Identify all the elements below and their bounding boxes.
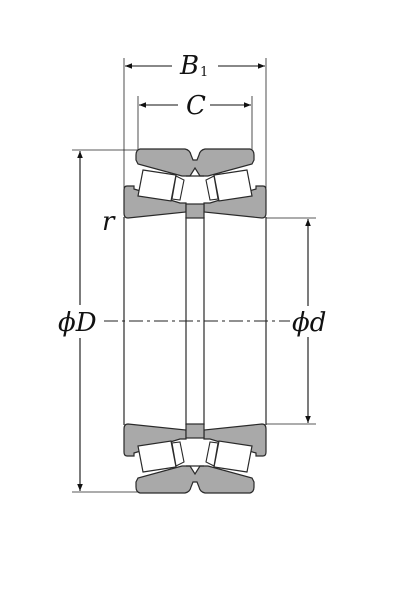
lower-section — [123, 423, 267, 494]
label-b1: B — [179, 51, 199, 81]
roller-lower-left — [137, 440, 177, 473]
cage-upper-right — [205, 175, 219, 201]
label-outer-diameter: ϕD — [58, 308, 97, 338]
outer-ring-lower — [135, 465, 255, 494]
label-c: C — [186, 91, 206, 121]
dimension-outer-diameter: ϕD — [58, 149, 186, 493]
cage-lower-right — [205, 441, 219, 467]
dimension-c: C — [137, 91, 253, 150]
roller-upper-left — [137, 169, 177, 202]
label-r: r — [102, 207, 116, 237]
spacer-lower — [185, 423, 205, 439]
bore-outline — [123, 217, 267, 425]
dimension-b1: B 1 — [123, 51, 267, 188]
spacer-upper — [185, 203, 205, 219]
outer-ring-upper — [135, 148, 255, 177]
roller-upper-right — [213, 169, 253, 202]
label-bore-diameter: ϕd — [292, 308, 326, 338]
dimension-bore-diameter: ϕd — [266, 217, 326, 425]
cage-lower-left — [171, 441, 185, 467]
cage-upper-left — [171, 175, 185, 201]
roller-lower-right — [213, 440, 253, 473]
upper-section — [123, 148, 267, 219]
label-b1-subscript: 1 — [200, 65, 208, 80]
